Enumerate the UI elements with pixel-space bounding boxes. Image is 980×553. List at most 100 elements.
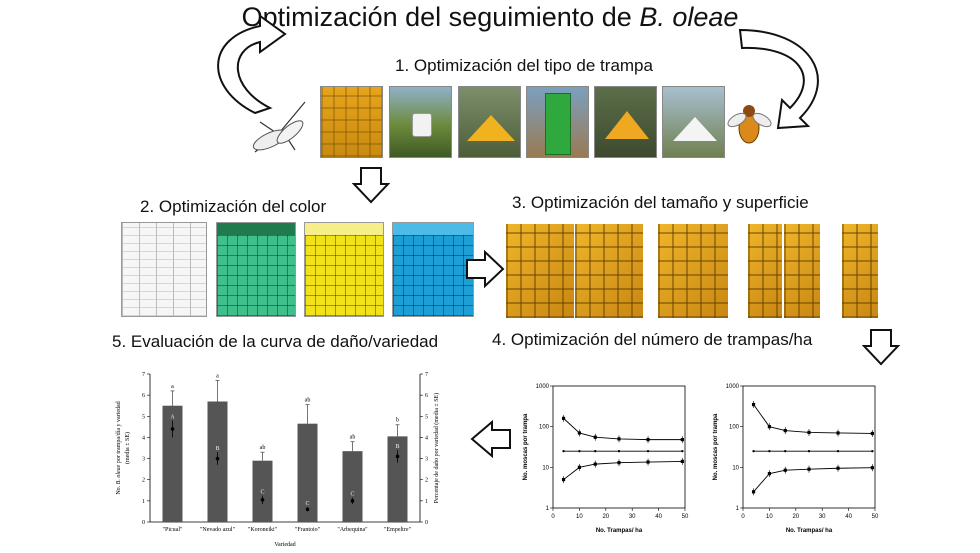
data-point [578, 449, 581, 453]
olive-fly-icon [727, 105, 772, 144]
damage-point [260, 498, 265, 502]
data-point [836, 449, 840, 453]
trap-photo-delta-white [662, 86, 725, 158]
title-species: B. oleae [639, 2, 739, 32]
x-tick-label: 40 [655, 514, 662, 520]
trap-photo-yellow-sticky [320, 86, 383, 158]
x-tick-label: 0 [741, 514, 745, 520]
y-axis-label-right: Percentaje de daño por variedad (media ±… [433, 393, 440, 503]
damage-point [350, 499, 355, 503]
y-tick-label: 100 [729, 425, 740, 431]
damage-letter: B [215, 446, 219, 452]
y-axis-label: No. moscas por trampa [523, 413, 529, 480]
x-tick-label: "Arbequina" [337, 527, 368, 533]
x-tick-label: 30 [629, 514, 636, 520]
y-tick-label: 0 [142, 520, 145, 526]
y2-tick-label: 5 [425, 414, 428, 420]
color-card-white [121, 222, 207, 317]
y-axis-label: No. moscas por trampa [713, 413, 719, 480]
data-point [871, 449, 874, 453]
section-3-label: 3. Optimización del tamaño y superficie [512, 193, 809, 212]
data-point [752, 449, 755, 453]
y-tick-label: 1 [736, 506, 740, 512]
damage-point [170, 427, 175, 431]
bar [342, 451, 363, 522]
y-tick-label: 1 [546, 506, 550, 512]
x-tick-label: 50 [682, 514, 689, 520]
x-tick-label: 50 [872, 514, 879, 520]
x-tick-label: 10 [576, 514, 583, 520]
down-arrow-icon [352, 167, 390, 204]
trap-photo-bottle [389, 86, 452, 158]
y-tick-label: 7 [142, 372, 145, 378]
size-sample-1a [506, 224, 574, 318]
damage-letter: A [170, 415, 175, 421]
section-1-label: 1. Optimización del tipo de trampa [395, 56, 653, 75]
bar [252, 460, 273, 522]
significance-letter: b [396, 418, 399, 424]
data-point [768, 449, 771, 453]
color-card-green [216, 222, 296, 317]
x-tick-label: 20 [602, 514, 609, 520]
color-card-blue [392, 222, 474, 317]
x-axis-label: No. Trampas/ ha [596, 528, 643, 534]
significance-letter: ab [260, 445, 266, 451]
x-tick-label: "Empeltre" [384, 527, 411, 533]
significance-letter: a [216, 373, 219, 379]
down-arrow-icon [862, 329, 900, 366]
y2-tick-label: 0 [425, 520, 428, 526]
damage-letter: C [305, 501, 309, 507]
curved-arrow-right-icon [738, 28, 819, 130]
plot-frame [742, 385, 876, 509]
x-tick-label: 20 [792, 514, 799, 520]
damage-letter: B [395, 444, 399, 450]
x-tick-label: 10 [766, 514, 773, 520]
curved-arrow-left-icon [217, 14, 287, 115]
x-tick-label: 0 [551, 514, 555, 520]
x-axis-label: No. Trampas/ ha [786, 528, 833, 534]
y-tick-label: 5 [142, 414, 145, 420]
data-point [562, 449, 565, 453]
data-point [594, 449, 597, 453]
left-arrow-icon [470, 420, 511, 458]
y-tick-label: 100 [539, 425, 550, 431]
y2-tick-label: 4 [425, 435, 428, 441]
y-axis-label-left-2: (media ± SE) [124, 432, 131, 464]
data-point [807, 449, 811, 453]
y2-tick-label: 7 [425, 372, 428, 378]
bar [162, 405, 183, 522]
y-axis-label-left: No. B. oleae por trampa/día y variedad [116, 401, 122, 494]
y-tick-label: 3 [142, 457, 145, 463]
bar [297, 423, 318, 522]
y-tick-label: 2 [142, 478, 145, 484]
y-tick-label: 1000 [726, 384, 740, 390]
y-tick-label: 6 [142, 393, 145, 399]
data-point [784, 449, 787, 453]
trap-photo-delta-orange [594, 86, 657, 158]
title-prefix: Optimización del seguimiento de [241, 2, 640, 32]
y-tick-label: 1000 [536, 384, 550, 390]
series-line [753, 404, 873, 434]
size-sample-4 [842, 224, 878, 318]
damage-letter: C [260, 490, 264, 496]
x-tick-label: "Frantoio" [295, 527, 321, 533]
data-point [646, 449, 650, 453]
y-tick-label: 10 [542, 465, 549, 471]
x-tick-label: "Picual" [163, 527, 183, 533]
series-line [563, 418, 683, 441]
size-sample-2 [658, 224, 728, 318]
size-sample-3b [784, 224, 820, 318]
x-tick-label: "Koroneiki" [248, 527, 278, 533]
significance-letter: ab [350, 435, 356, 441]
damage-point [215, 456, 220, 461]
y2-tick-label: 2 [425, 478, 428, 484]
data-point [617, 449, 621, 453]
damage-letter: C [350, 492, 354, 498]
series-line [753, 467, 873, 493]
y-tick-label: 4 [142, 435, 145, 441]
size-sample-3a [748, 224, 782, 318]
damage-point [395, 454, 400, 459]
y-tick-label: 1 [142, 499, 145, 505]
